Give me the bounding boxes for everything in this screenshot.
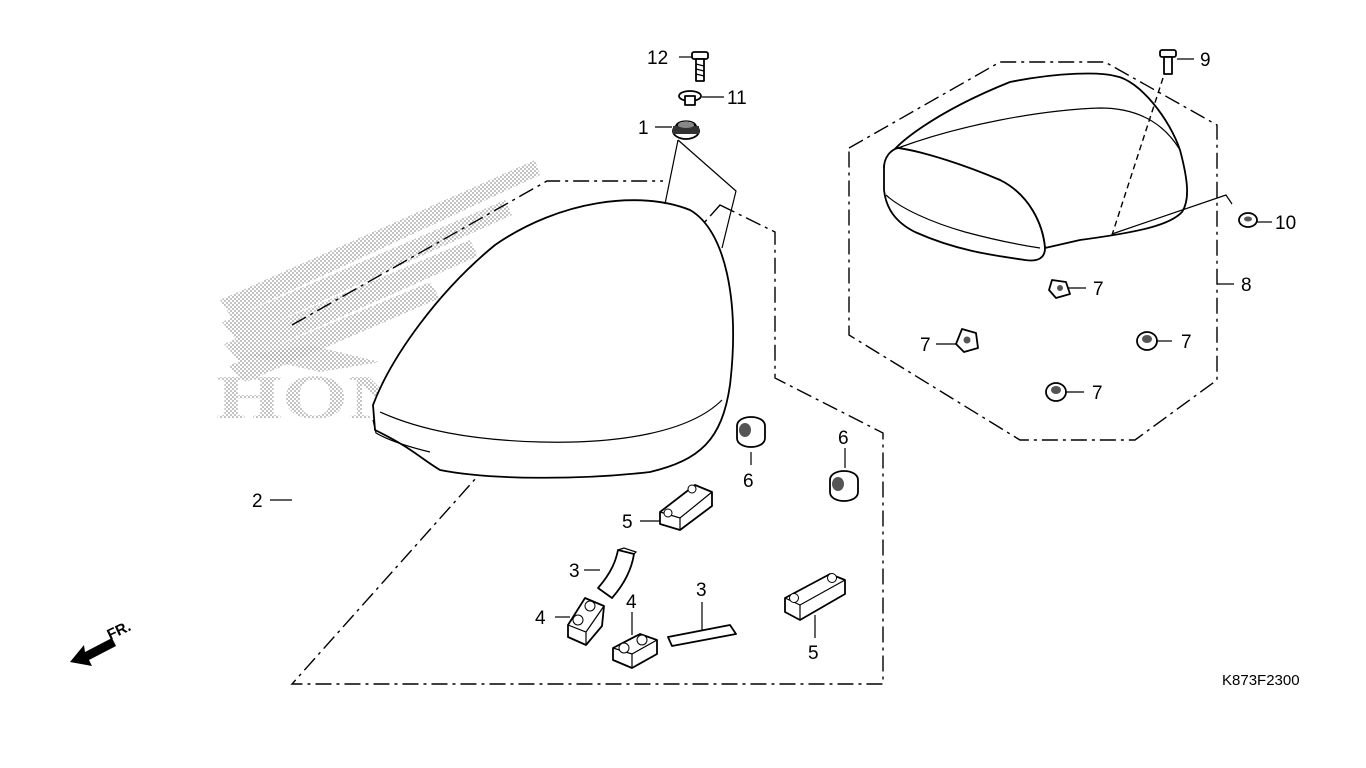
callout-4b: 4	[626, 592, 637, 613]
collar-part-11	[678, 90, 702, 106]
callout-6b: 6	[838, 428, 849, 449]
front-direction-label: FR.	[105, 618, 134, 644]
callout-12: 12	[647, 48, 668, 69]
callout-10: 10	[1275, 213, 1296, 234]
grommet-part-1	[672, 120, 700, 140]
bracket-part-5a	[659, 484, 713, 531]
bolt-part-9	[1159, 49, 1177, 75]
callout-3b: 3	[696, 580, 707, 601]
callout-3a: 3	[569, 561, 580, 582]
bolt-9-axis	[1111, 77, 1164, 236]
rear-seat-group-outline	[848, 61, 1218, 441]
bracket-part-5b	[784, 573, 846, 621]
cushion-part-6a	[736, 416, 766, 448]
honda-wing-watermark	[220, 160, 540, 382]
callout-4a: 4	[535, 608, 546, 629]
front-seat	[372, 199, 734, 479]
clip-part-7b	[955, 328, 979, 353]
rubber-strip-part-3a	[597, 547, 638, 599]
callout-9: 9	[1200, 50, 1211, 71]
clip-part-7c	[1136, 331, 1158, 351]
block-part-4a	[567, 597, 605, 646]
callout-5a: 5	[622, 512, 633, 533]
washer-part-10	[1238, 212, 1258, 228]
front-seat-group-outline	[290, 180, 884, 685]
callout-7c: 7	[1181, 332, 1192, 353]
front-direction-arrow-icon	[70, 638, 116, 666]
cushion-part-6b	[829, 470, 859, 502]
block-part-4b	[612, 633, 658, 669]
callout-7d: 7	[1092, 383, 1103, 404]
clip-part-7d	[1045, 382, 1067, 402]
diagram-code: K873F2300	[1222, 672, 1300, 689]
rear-seat	[883, 72, 1188, 262]
leader-lines	[270, 56, 1272, 638]
callout-8: 8	[1241, 275, 1252, 296]
callout-11: 11	[727, 88, 747, 109]
callout-5b: 5	[808, 643, 819, 664]
bolt-part-12	[691, 51, 709, 82]
callout-7a: 7	[1093, 279, 1104, 300]
callout-1: 1	[638, 118, 649, 139]
callout-2: 2	[252, 491, 263, 512]
callout-6a: 6	[743, 471, 754, 492]
clip-part-7a	[1048, 279, 1071, 299]
washer-leader	[1111, 194, 1233, 235]
rubber-strip-part-3b	[667, 624, 737, 647]
callout-7b: 7	[920, 335, 931, 356]
